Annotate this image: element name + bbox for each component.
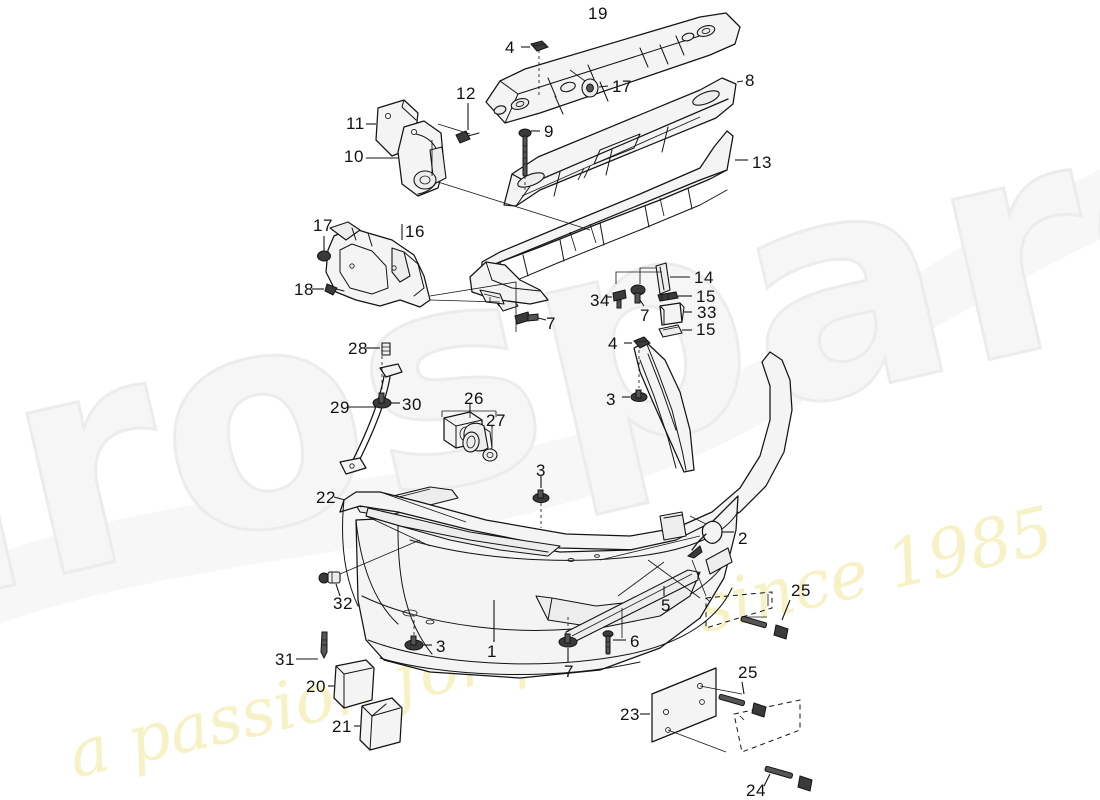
part-pin-31 <box>296 631 328 660</box>
callout-25a: 25 <box>791 581 811 600</box>
callout-24: 24 <box>746 781 766 800</box>
callout-18: 18 <box>294 280 314 299</box>
callout-28: 28 <box>348 339 368 358</box>
part-side-bracket-16 <box>325 221 431 308</box>
callout-33: 33 <box>697 303 717 322</box>
callout-19: 19 <box>588 4 608 23</box>
callout-10: 10 <box>344 147 364 166</box>
callout-30: 30 <box>402 395 422 414</box>
callout-3a: 3 <box>536 461 546 480</box>
part-clip-nut-4a <box>521 40 549 96</box>
callout-1: 1 <box>487 642 497 661</box>
part-bolt-12 <box>455 103 480 144</box>
callout-2: 2 <box>738 529 748 548</box>
callout-34: 34 <box>590 291 610 310</box>
callout-6: 6 <box>630 632 640 651</box>
callout-22: 22 <box>316 488 336 507</box>
callout-25b: 25 <box>738 663 758 682</box>
callout-12: 12 <box>456 84 476 103</box>
callout-4a: 4 <box>505 38 515 57</box>
part-tow-eye-cover-20 <box>328 659 375 709</box>
callout-4b: 4 <box>608 334 618 353</box>
callout-29: 29 <box>330 398 350 417</box>
callout-17b: 17 <box>313 216 333 235</box>
callout-7b: 7 <box>640 306 650 325</box>
callout-27: 27 <box>486 411 506 430</box>
part-plate-outline-upper <box>705 591 773 629</box>
part-plate-outline-lower <box>733 699 801 753</box>
part-group-side-guides <box>606 262 692 338</box>
leader-8 <box>736 80 744 83</box>
callout-13: 13 <box>752 153 772 172</box>
part-nut-17b <box>317 236 331 262</box>
part-tow-eye-housing-10 <box>366 120 447 197</box>
part-screw-25b <box>718 681 767 718</box>
part-bumper-carrier-8 <box>503 77 737 207</box>
callout-21: 21 <box>332 717 352 736</box>
part-parking-sensor-26 <box>441 404 498 462</box>
part-nut-17a <box>569 69 609 98</box>
part-impact-beam-19 <box>485 12 741 124</box>
callout-3b: 3 <box>606 390 616 409</box>
callout-15a: 15 <box>696 287 716 306</box>
callout-23: 23 <box>620 705 640 724</box>
part-right-fender-edge <box>622 336 695 473</box>
part-rivet-3a <box>532 476 550 528</box>
part-bumper-cover-1 <box>339 351 793 679</box>
callout-7c: 7 <box>564 662 574 681</box>
callout-17a: 17 <box>612 77 632 96</box>
callout-5: 5 <box>661 596 671 615</box>
callout-32: 32 <box>333 594 353 613</box>
callout-16: 16 <box>405 222 425 241</box>
callout-14: 14 <box>694 268 714 287</box>
callout-15b: 15 <box>696 320 716 339</box>
part-trim-strip-5 <box>565 569 699 643</box>
part-screw-18 <box>312 283 345 296</box>
callout-31: 31 <box>275 650 295 669</box>
callout-7a: 7 <box>546 314 556 333</box>
part-tow-eye-cover-21 <box>354 697 403 751</box>
part-screw-25a <box>740 599 791 640</box>
part-support-rod-29 <box>339 342 403 475</box>
part-stud-bushing-32 <box>318 539 421 597</box>
part-bolt-9 <box>518 128 540 190</box>
part-screw-24 <box>763 765 813 792</box>
part-rivet-7a <box>514 311 547 325</box>
part-license-bracket-23 <box>640 667 743 753</box>
callout-8: 8 <box>745 71 755 90</box>
callout-26: 26 <box>464 389 484 408</box>
callout-9: 9 <box>544 122 554 141</box>
callout-20: 20 <box>306 677 326 696</box>
callout-11: 11 <box>346 114 365 133</box>
part-rivet-7c <box>558 614 578 662</box>
part-tow-hook-cap-2 <box>686 515 734 559</box>
part-rivet-3c <box>404 616 432 651</box>
part-screw-6 <box>602 630 626 655</box>
callout-3c: 3 <box>436 637 446 656</box>
